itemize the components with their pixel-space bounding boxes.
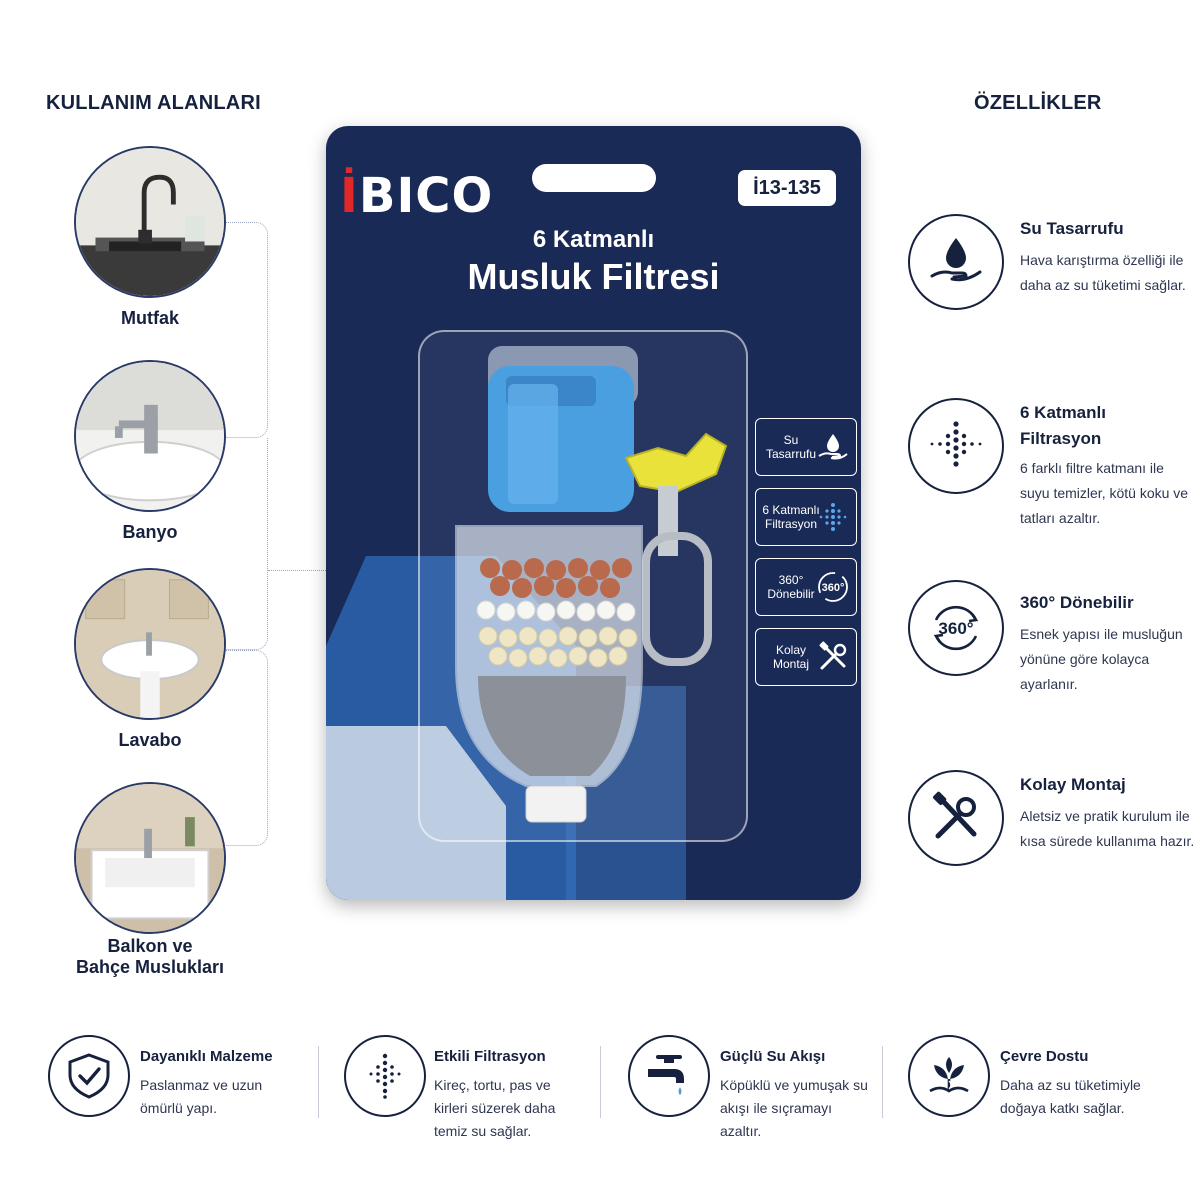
bottom-text-eco: Daha az su tüketimiyle doğaya katkı sağl…	[1000, 1077, 1141, 1116]
hang-hole	[532, 164, 656, 192]
bottom-flow-badge	[628, 1035, 710, 1117]
usage-label-outdoor-text: Balkon ve Bahçe Muslukları	[75, 936, 225, 977]
product-code: İ13-135	[738, 170, 836, 206]
connector-line	[226, 650, 268, 846]
feature-water-saving-badge	[908, 214, 1004, 310]
feature-easy-mount-badge	[908, 770, 1004, 866]
feature-rotation-badge: 360°	[908, 580, 1004, 676]
filtration-dots-icon	[819, 503, 847, 531]
rotate-360-icon-text: 360°	[822, 582, 845, 594]
tools-icon	[933, 791, 977, 839]
badge-water-saving: Su Tasarrufu	[755, 418, 857, 476]
bottom-title-flow: Güçlü Su Akışı	[720, 1048, 826, 1065]
bottom-title-eco: Çevre Dostu	[1000, 1048, 1089, 1065]
bottom-durable-badge	[48, 1035, 130, 1117]
outdoor-photo	[74, 782, 226, 934]
usage-label-sink: Lavabo	[118, 730, 182, 750]
badge-rotation: 360° Dönebilir 360°	[755, 558, 857, 616]
usage-label-bathroom: Banyo	[122, 522, 178, 542]
usage-label-outdoor: Balkon ve Bahçe Muslukları	[40, 936, 260, 978]
tools-icon	[819, 641, 847, 670]
feature-text-water-saving: Hava karıştırma özelliği ile daha az su …	[1020, 252, 1186, 293]
feature-title-easy-mount: Kolay Montaj	[1020, 775, 1126, 794]
package-subtitle: 6 Katmanlı	[532, 226, 655, 253]
bathroom-photo	[74, 360, 226, 512]
product-package: İBICO İ13-135 6 Katmanlı Musluk Filtresi	[326, 126, 861, 900]
water-hand-icon	[818, 434, 848, 460]
svg-text:360°: 360°	[938, 619, 973, 638]
filtration-icon	[930, 421, 982, 467]
bottom-title-filtration: Etkili Filtrasyon	[434, 1048, 546, 1065]
brand-logo-rest: BICO	[358, 168, 494, 224]
badge-easy-mount-label: Kolay Montaj	[772, 643, 810, 671]
usage-areas-title: KULLANIM ALANLARI	[46, 92, 261, 114]
bottom-text-filtration: Kireç, tortu, pas ve kirleri süzerek dah…	[434, 1077, 556, 1139]
feature-title-rotation: 360° Dönebilir	[1020, 593, 1134, 612]
feature-text-filtration: 6 farklı filtre katmanı ile suyu temizle…	[1020, 460, 1189, 526]
usage-label-kitchen: Mutfak	[121, 308, 179, 328]
divider	[318, 1046, 319, 1118]
bottom-filtration-badge	[344, 1035, 426, 1117]
eco-leaf-icon	[929, 1057, 969, 1093]
kitchen-photo	[74, 146, 226, 298]
badge-filtration-label: 6 Katmanlı Filtrasyon	[762, 503, 820, 531]
badge-filtration: 6 Katmanlı Filtrasyon	[755, 488, 857, 546]
connector-line	[268, 570, 330, 571]
faucet-filter-product	[455, 346, 728, 823]
feature-filtration-badge	[908, 398, 1004, 494]
bottom-eco-badge	[908, 1035, 990, 1117]
feature-title-filtration: 6 Katmanlı Filtrasyon	[1020, 403, 1106, 448]
feature-text-rotation: Esnek yapısı ile musluğun yönüne göre ko…	[1020, 626, 1183, 692]
badge-easy-mount: Kolay Montaj	[755, 628, 857, 686]
bottom-text-durable: Paslanmaz ve uzun ömürlü yapı.	[140, 1077, 263, 1116]
water-saving-icon	[930, 238, 982, 282]
rotate-360-icon: 360°	[818, 572, 848, 602]
sink-photo	[74, 568, 226, 720]
connector-line	[226, 222, 268, 438]
feature-text-easy-mount: Aletsiz ve pratik kurulum ile kısa süred…	[1020, 808, 1195, 849]
features-title: ÖZELLİKLER	[974, 92, 1102, 114]
bottom-text-flow: Köpüklü ve yumuşak su akışı ile sıçramay…	[720, 1077, 868, 1139]
divider	[882, 1046, 883, 1118]
feature-title-water-saving: Su Tasarrufu	[1020, 219, 1124, 238]
faucet-icon	[648, 1055, 684, 1095]
rotate-360-icon: 360°	[933, 605, 979, 651]
brand-logo: İBICO	[340, 168, 493, 224]
connector-line	[226, 438, 268, 650]
brand-logo-prefix: İ	[340, 168, 359, 224]
package-title: Musluk Filtresi	[467, 256, 720, 297]
badge-water-saving-label: Su Tasarrufu	[765, 433, 817, 461]
shield-check-icon	[68, 1053, 110, 1099]
divider	[600, 1046, 601, 1118]
badge-rotation-label: 360° Dönebilir	[767, 573, 815, 601]
filtration-icon	[369, 1053, 401, 1099]
bottom-title-durable: Dayanıklı Malzeme	[140, 1048, 273, 1065]
